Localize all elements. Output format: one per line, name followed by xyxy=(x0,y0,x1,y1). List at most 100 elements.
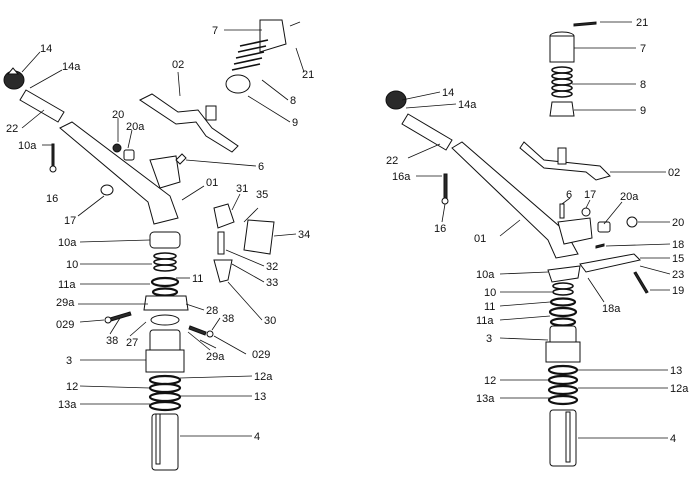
left-screw-20 xyxy=(112,143,135,161)
right-screw-21 xyxy=(573,21,597,27)
right-body-3 xyxy=(545,325,581,363)
label-029: 029 xyxy=(56,319,74,331)
label-22: 22 xyxy=(6,123,18,135)
label-r-18a: 18a xyxy=(602,303,621,315)
label-17: 17 xyxy=(64,215,76,227)
label-6: 6 xyxy=(258,161,264,173)
label-r-02: 02 xyxy=(668,167,680,179)
right-cap-7 xyxy=(549,31,575,63)
left-pin-6 xyxy=(175,153,187,165)
left-body-3 xyxy=(145,329,185,373)
label-029-b: 029 xyxy=(252,349,270,361)
label-33: 33 xyxy=(266,277,278,289)
label-7: 7 xyxy=(212,25,218,37)
label-02: 02 xyxy=(172,59,184,71)
label-14a: 14a xyxy=(62,61,81,73)
label-38-b: 38 xyxy=(222,313,234,325)
label-r-20a: 20a xyxy=(620,191,639,203)
left-tube-22 xyxy=(19,89,65,123)
right-bolt-16a xyxy=(441,173,449,205)
right-tube-4 xyxy=(549,409,577,467)
right-sleeve-9 xyxy=(549,101,575,117)
left-nozzle-14 xyxy=(3,67,25,90)
right-nozzle-14 xyxy=(385,90,407,110)
label-01: 01 xyxy=(206,177,218,189)
left-plate-34 xyxy=(243,219,275,255)
label-34: 34 xyxy=(298,229,310,241)
right-arm-01 xyxy=(451,141,593,259)
left-bracket-31 xyxy=(213,203,235,229)
label-r-12: 12 xyxy=(484,375,496,387)
left-leader-lines xyxy=(21,29,305,437)
label-r-10: 10 xyxy=(484,287,496,299)
label-12a: 12a xyxy=(254,371,273,383)
left-sleeve-9 xyxy=(225,74,251,94)
label-20: 20 xyxy=(112,109,124,121)
label-21: 21 xyxy=(302,69,314,81)
left-clip-30 xyxy=(213,259,233,283)
label-28: 28 xyxy=(206,305,218,317)
right-lever-02 xyxy=(519,141,611,181)
left-arm-01 xyxy=(59,121,181,225)
label-r-23: 23 xyxy=(672,269,684,281)
label-r-10a: 10a xyxy=(476,269,495,281)
label-3: 3 xyxy=(66,355,72,367)
label-9: 9 xyxy=(292,117,298,129)
label-r-12a: 12a xyxy=(670,383,689,395)
right-stack-rings xyxy=(547,265,581,327)
label-13a: 13a xyxy=(58,399,77,411)
label-r-9: 9 xyxy=(640,105,646,117)
label-10: 10 xyxy=(66,259,78,271)
label-10a: 10a xyxy=(18,140,37,152)
label-r-17: 17 xyxy=(584,189,596,201)
right-pin-18 xyxy=(595,243,605,249)
label-32: 32 xyxy=(266,261,278,273)
label-r-16: 16 xyxy=(434,223,446,235)
left-stack-rings xyxy=(143,231,189,326)
label-30: 30 xyxy=(264,315,276,327)
label-r-13: 13 xyxy=(670,365,682,377)
label-13: 13 xyxy=(254,391,266,403)
label-29a: 29a xyxy=(56,297,75,309)
label-r-11a: 11a xyxy=(476,315,494,327)
left-tube-4 xyxy=(151,413,179,471)
right-bracket-15 xyxy=(579,253,641,273)
label-11a: 11a xyxy=(58,279,76,291)
label-r-4: 4 xyxy=(670,433,676,445)
left-bottom-rings xyxy=(148,374,182,412)
label-r-01: 01 xyxy=(474,233,486,245)
label-r-6: 6 xyxy=(566,189,572,201)
right-pin-6 xyxy=(559,203,565,219)
label-12: 12 xyxy=(66,381,78,393)
label-r-21: 21 xyxy=(636,17,648,29)
label-r-19: 19 xyxy=(672,285,684,297)
label-r-13a: 13a xyxy=(476,393,495,405)
label-10a-b: 10a xyxy=(58,237,77,249)
right-leader-lines xyxy=(401,21,671,439)
label-11: 11 xyxy=(192,273,203,285)
label-r-3: 3 xyxy=(486,333,492,345)
label-r-15: 15 xyxy=(672,253,684,265)
left-exploded-view: 14 14a 22 10a 16 17 02 20 20a 6 01 31 35… xyxy=(3,19,314,471)
label-29a-b: 29a xyxy=(206,351,225,363)
label-20a: 20a xyxy=(126,121,145,133)
label-r-16a: 16a xyxy=(392,171,411,183)
left-lever-02 xyxy=(139,93,239,153)
label-4: 4 xyxy=(254,431,260,443)
right-screw-20 xyxy=(597,216,638,233)
left-side-screws xyxy=(104,311,214,338)
label-38: 38 xyxy=(106,335,118,347)
label-r-8: 8 xyxy=(640,79,646,91)
left-cap-7 xyxy=(259,19,301,53)
label-r-22: 22 xyxy=(386,155,398,167)
right-tube-22 xyxy=(401,113,453,151)
right-small-17 xyxy=(581,207,591,217)
right-bottom-rings xyxy=(547,364,579,406)
right-bolt-19 xyxy=(633,271,649,294)
label-35: 35 xyxy=(256,189,268,201)
right-spring-8 xyxy=(551,66,573,98)
label-r-18: 18 xyxy=(672,239,684,251)
label-r-11: 11 xyxy=(484,301,495,313)
label-r-14: 14 xyxy=(442,87,454,99)
